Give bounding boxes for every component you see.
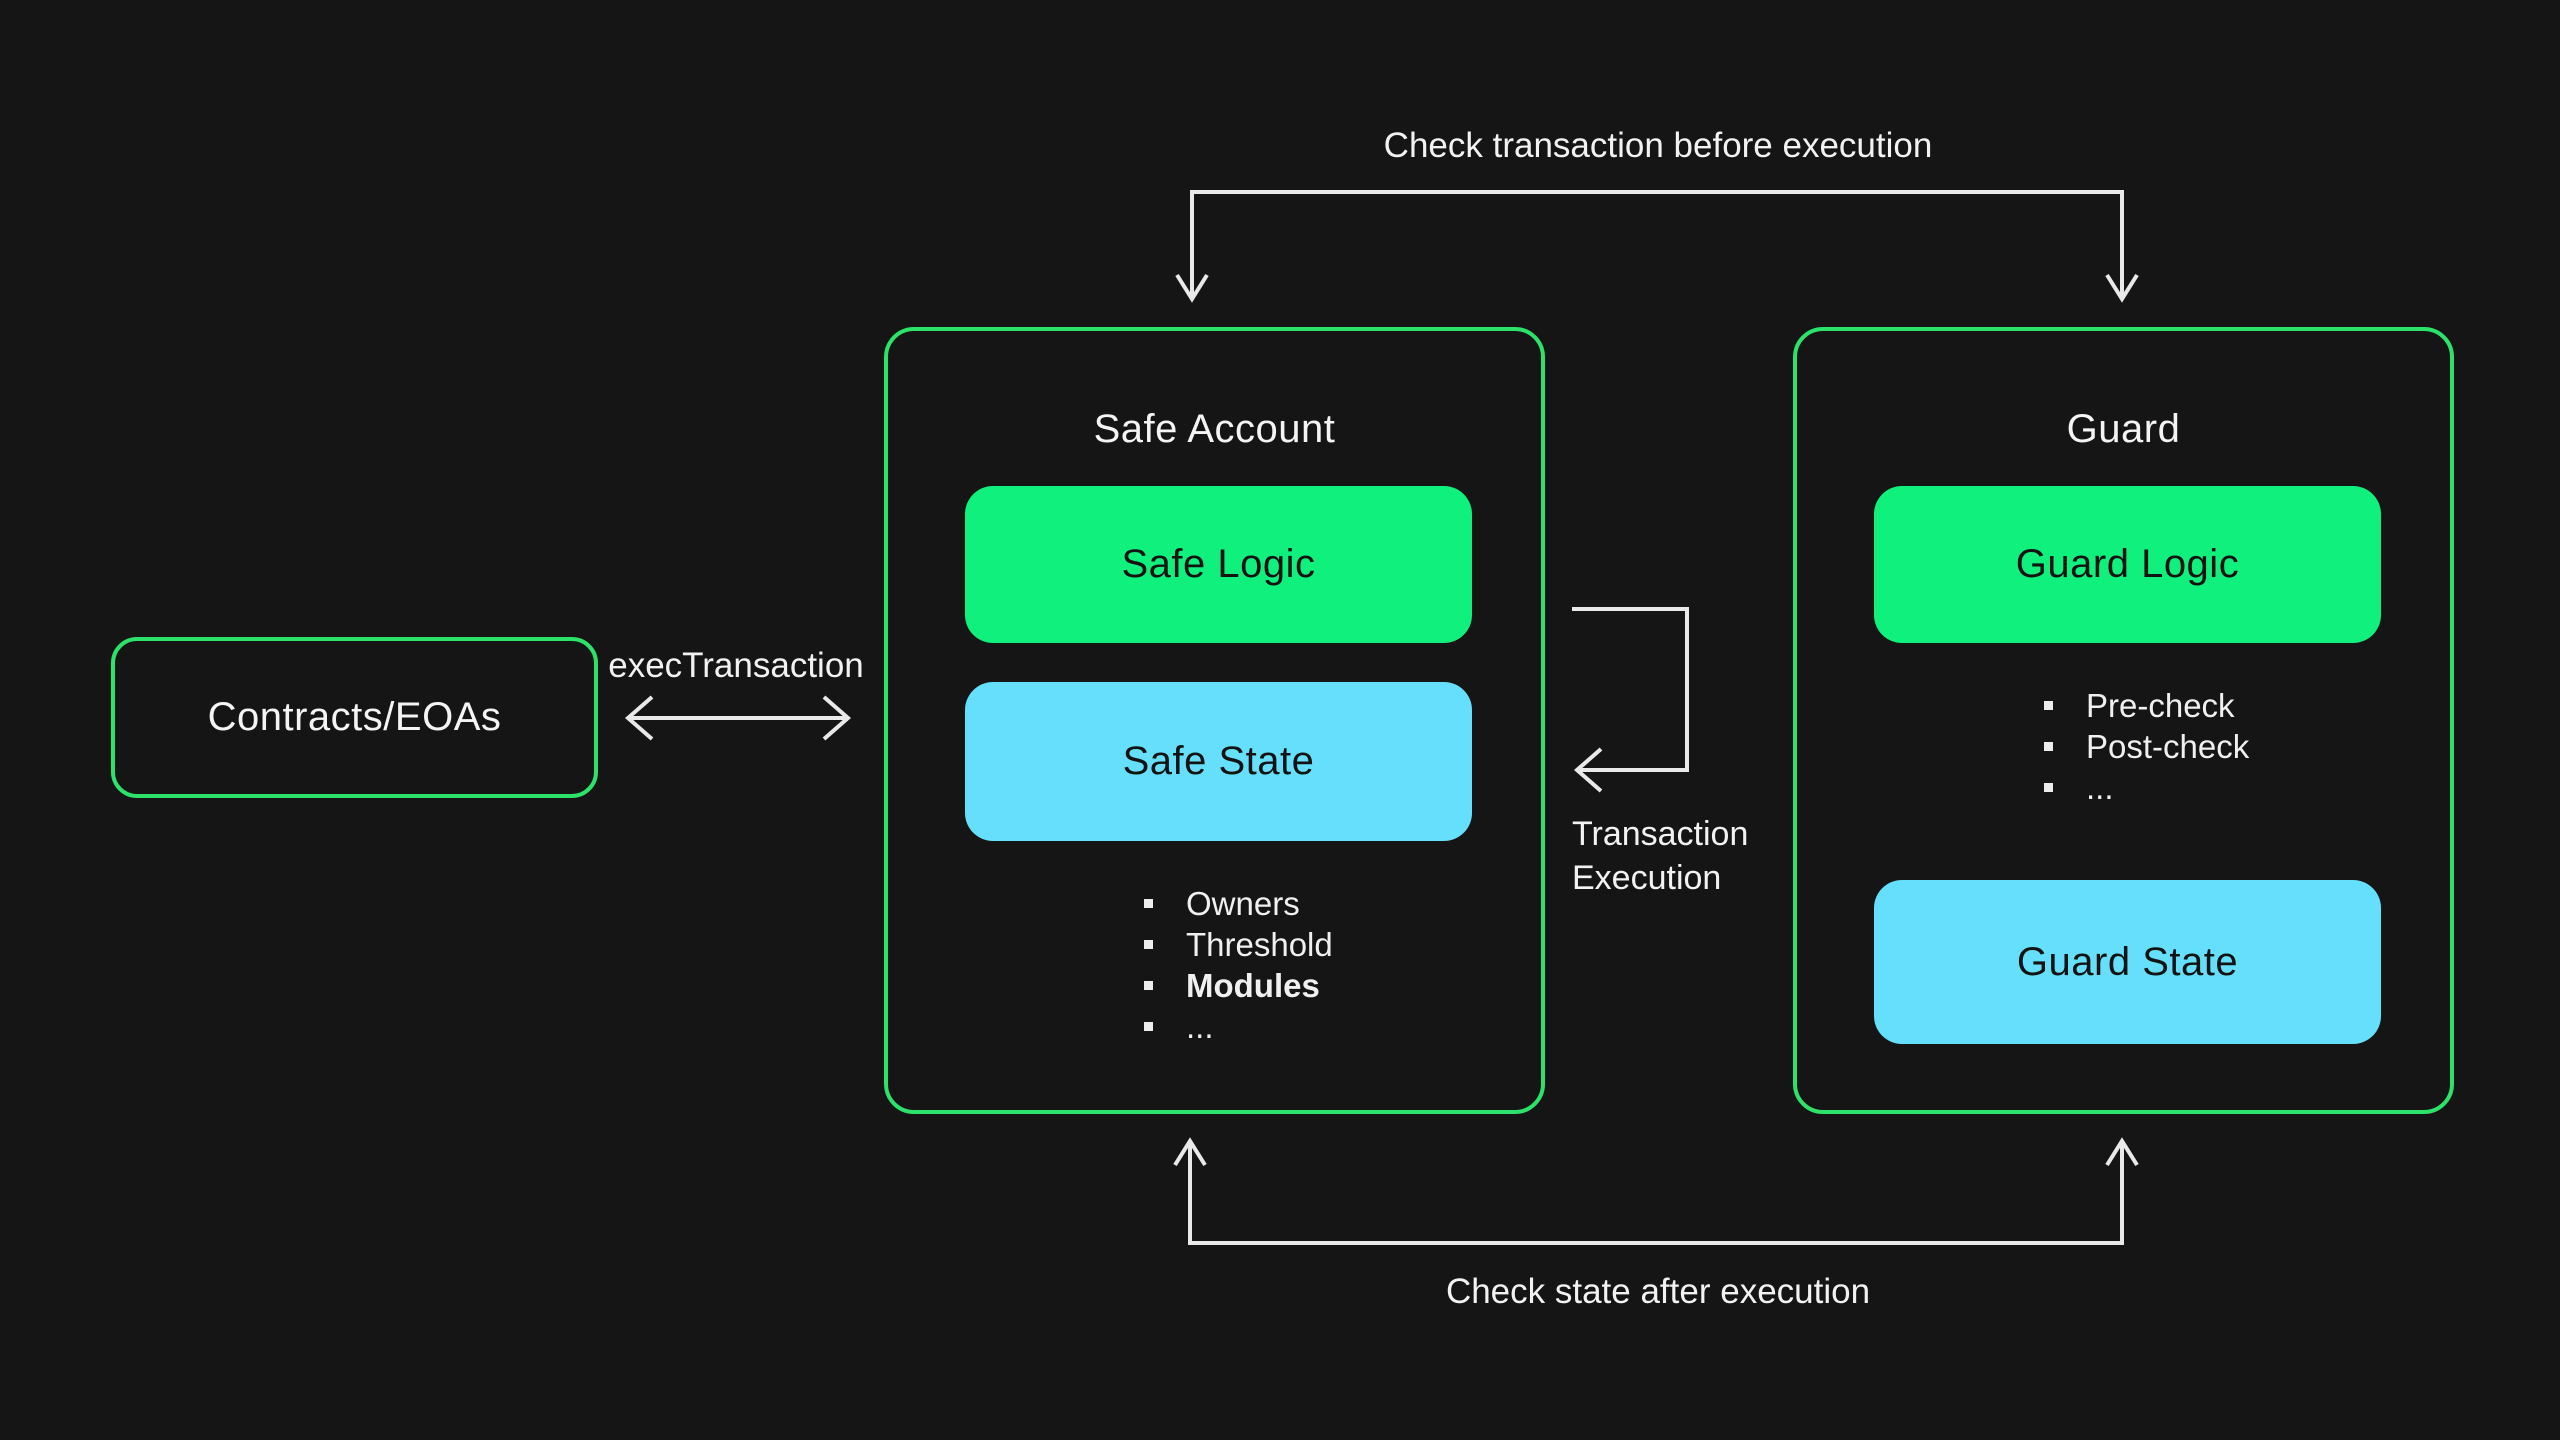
top-check-arrow [1175,190,2139,303]
bottom-arrow-label: Check state after execution [1445,1272,1871,1311]
safe-bullet-owners: Owners [1140,883,1333,924]
top-arrow-label: Check transaction before execution [1383,126,1933,165]
transaction-execution-label: Transaction Execution [1572,812,1748,900]
contracts-eoas-box: Contracts/EOAs [111,637,598,798]
exec-transaction-arrow [624,695,852,741]
transaction-execution-arrow [1572,607,1689,793]
safe-logic-box: Safe Logic [965,486,1472,643]
guard-logic-box: Guard Logic [1874,486,2381,643]
safe-account-title: Safe Account [1093,407,1336,451]
guard-state-box: Guard State [1874,880,2381,1044]
bottom-check-arrow [1173,1137,2139,1245]
exec-transaction-label: execTransaction [608,646,864,685]
safe-bullet-more: ... [1140,1006,1333,1047]
guard-check-list: Pre-check Post-check ... [2040,685,2249,808]
safe-state-box: Safe State [965,682,1472,841]
guard-bullet-pre-check: Pre-check [2040,685,2249,726]
guard-box: Guard Guard Logic Pre-check Post-check .… [1793,327,2454,1114]
safe-bullet-modules: Modules [1140,965,1333,1006]
contracts-eoas-label: Contracts/EOAs [207,695,502,739]
guard-bullet-more: ... [2040,767,2249,808]
transaction-execution-line2: Execution [1572,859,1722,897]
guard-title: Guard [2066,407,2181,451]
safe-bullet-threshold: Threshold [1140,924,1333,965]
guard-bullet-post-check: Post-check [2040,726,2249,767]
transaction-execution-line1: Transaction [1572,815,1749,853]
safe-state-properties: Owners Threshold Modules ... [1140,883,1333,1047]
safe-account-box: Safe Account Safe Logic Safe State Owner… [884,327,1545,1114]
